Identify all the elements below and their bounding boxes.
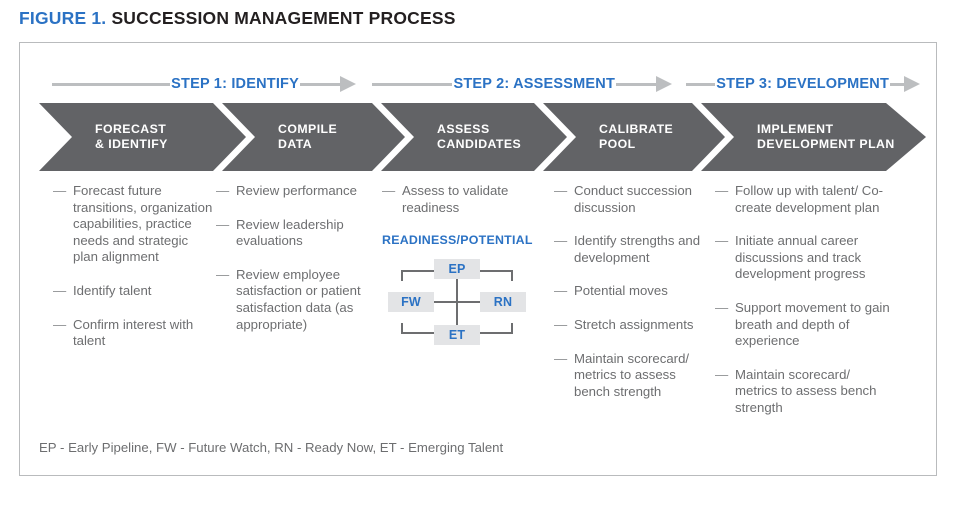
list-item-text: Review leadership evaluations: [236, 216, 344, 249]
list-item: — Stretch assignments: [554, 317, 706, 334]
dash-marker: —: [715, 299, 729, 315]
chevron-label-3: ASSESS CANDIDATES: [437, 122, 522, 151]
chevron-label-5: IMPLEMENT DEVELOPMENT PLAN: [757, 122, 895, 151]
matrix-cell-ep: EP: [434, 259, 480, 280]
list-item: — Support movement to gain breath and de…: [715, 300, 890, 350]
figure-name: SUCCESSION MANAGEMENT PROCESS: [111, 8, 456, 28]
column-calibrate-pool: — Conduct succession discussion — Identi…: [554, 183, 706, 417]
list-item-text: Maintain scorecard/ metrics to assess be…: [735, 366, 877, 415]
dash-marker: —: [53, 316, 67, 332]
dash-marker: —: [715, 183, 729, 198]
list-item: — Identify talent: [53, 283, 213, 300]
list-item: — Identify strengths and development: [554, 233, 706, 266]
step-arrow-head-icon: [656, 76, 672, 92]
list-item: — Review leadership evaluations: [216, 217, 381, 250]
chevron-band-shapes: [39, 103, 926, 171]
dash-marker: —: [53, 282, 67, 298]
step-label-3: STEP 3: DEVELOPMENT: [716, 76, 889, 92]
chevron-stage-5: [701, 103, 926, 171]
column-compile-data: — Review performance — Review leadership…: [216, 183, 381, 350]
list-item-text: Assess to validate readiness: [402, 183, 509, 215]
list-item-text: Confirm interest with talent: [73, 316, 194, 349]
chevron-label-4: CALIBRATE POOL: [599, 122, 674, 151]
list-item: — Confirm interest with talent: [53, 317, 213, 350]
dash-marker: —: [382, 183, 396, 198]
chevron-stage-4: [543, 103, 725, 171]
list-item-text: Follow up with talent/ Co-create develop…: [735, 183, 884, 215]
list-item-text: Conduct succession discussion: [574, 183, 693, 215]
list-item-text: Support movement to gain breath and dept…: [735, 299, 890, 349]
list-item: — Forecast future transitions, organizat…: [53, 183, 213, 266]
list-item: — Conduct succession discussion: [554, 183, 706, 216]
column-implement-development-plan: — Follow up with talent/ Co-create devel…: [715, 183, 890, 434]
list-item-text: Review employee satisfaction or patient …: [236, 266, 361, 332]
step-arrow-head-icon: [904, 76, 920, 92]
matrix-cell-et: ET: [434, 325, 480, 346]
list-item: — Potential moves: [554, 283, 706, 300]
chevron-stage-3: [381, 103, 567, 171]
list-item-text: Identify talent: [73, 282, 152, 298]
list-item-text: Initiate annual career discussions and t…: [735, 233, 866, 282]
list-item: — Review performance: [216, 183, 381, 200]
list-item-text: Maintain scorecard/ metrics to assess be…: [574, 350, 690, 399]
dash-marker: —: [554, 183, 568, 198]
chevron-label-1: FORECAST & IDENTIFY: [95, 122, 168, 151]
dash-marker: —: [554, 316, 568, 332]
list-item: — Follow up with talent/ Co-create devel…: [715, 183, 890, 216]
chevron-label-2: COMPILE DATA: [278, 122, 338, 151]
list-item-text: Identify strengths and development: [574, 233, 701, 265]
dash-marker: —: [53, 183, 67, 198]
step-arrow-line: [890, 82, 904, 86]
step-arrow-head-icon: [340, 76, 356, 92]
matrix-cell-fw: FW: [388, 292, 434, 313]
dash-marker: —: [216, 266, 230, 282]
page-title: FIGURE 1. SUCCESSION MANAGEMENT PROCESS: [19, 8, 456, 29]
list-item-text: Stretch assignments: [574, 316, 694, 332]
step-line: [52, 82, 171, 86]
step-group-2: STEP 2: ASSESSMENT: [372, 71, 672, 97]
step-line: [686, 82, 716, 86]
column-assess-candidates: — Assess to validate readiness READINESS…: [382, 183, 540, 353]
legend-abbreviations: EP - Early Pipeline, FW - Future Watch, …: [39, 440, 504, 455]
step-arrow-line: [616, 82, 656, 86]
column-forecast-identify: — Forecast future transitions, organizat…: [53, 183, 213, 367]
dash-marker: —: [715, 233, 729, 249]
content-columns: — Forecast future transitions, organizat…: [20, 183, 938, 433]
chevron-band: FORECAST & IDENTIFY COMPILE DATA ASSESS …: [32, 103, 926, 171]
step-group-3: STEP 3: DEVELOPMENT: [686, 71, 920, 97]
dash-marker: —: [216, 216, 230, 232]
step-line: [372, 82, 453, 86]
list-item: — Maintain scorecard/ metrics to assess …: [715, 367, 890, 417]
list-item: — Maintain scorecard/ metrics to assess …: [554, 351, 706, 401]
list-item: — Review employee satisfaction or patien…: [216, 267, 381, 333]
dash-marker: —: [554, 233, 568, 249]
readiness-potential-matrix: EP FW RN ET: [388, 259, 526, 346]
step-rail: STEP 1: IDENTIFY STEP 2: ASSESSMENT STEP…: [20, 71, 938, 97]
step-group-1: STEP 1: IDENTIFY: [52, 71, 356, 97]
step-label-2: STEP 2: ASSESSMENT: [453, 76, 615, 92]
list-item-text: Forecast future transitions, organizatio…: [73, 183, 213, 265]
step-arrow-line: [300, 82, 340, 86]
readiness-potential-title: READINESS/POTENTIAL: [382, 233, 533, 248]
matrix-cell-rn: RN: [480, 292, 526, 313]
dash-marker: —: [715, 366, 729, 382]
dash-marker: —: [554, 283, 568, 299]
readiness-potential-block: READINESS/POTENTIAL: [382, 233, 540, 346]
list-item-text: Potential moves: [574, 283, 668, 299]
matrix-connector-lines: [401, 270, 513, 335]
figure-panel: STEP 1: IDENTIFY STEP 2: ASSESSMENT STEP…: [19, 42, 937, 476]
dash-marker: —: [554, 350, 568, 366]
list-item: — Initiate annual career discussions and…: [715, 233, 890, 283]
chevron-stage-1: [39, 103, 246, 171]
step-label-1: STEP 1: IDENTIFY: [171, 76, 299, 92]
figure-number: FIGURE 1.: [19, 8, 107, 28]
list-item-text: Review performance: [236, 183, 357, 198]
chevron-stage-2: [222, 103, 405, 171]
list-item: — Assess to validate readiness: [382, 183, 540, 216]
dash-marker: —: [216, 183, 230, 198]
